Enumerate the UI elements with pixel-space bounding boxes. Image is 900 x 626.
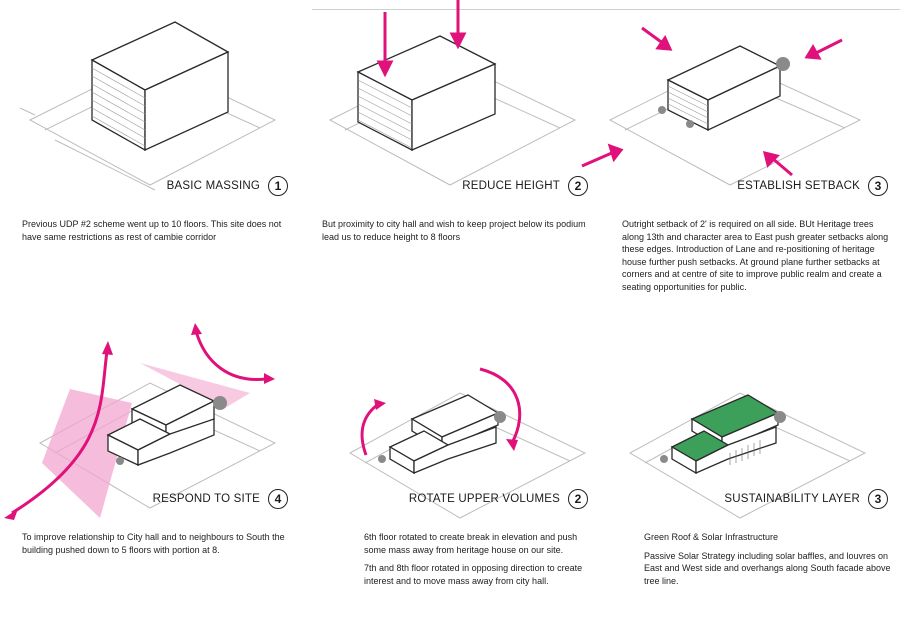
massing-diagram-1 (19, 21, 277, 191)
massing-diagram-6 (628, 392, 867, 519)
description-text: To improve relationship to City hall and… (22, 532, 285, 555)
caption-reduce-height: REDUCE HEIGHT 2 (462, 176, 588, 196)
description-text: Outright setback of 2' is required on al… (622, 219, 889, 292)
massing-diagram-5 (348, 367, 587, 519)
panel-title: RESPOND TO SITE (152, 493, 260, 505)
description-text: Green Roof & Solar Infrastructure (644, 532, 779, 542)
panel-title: BASIC MASSING (166, 180, 260, 192)
description-text: 6th floor rotated to create break in ele… (364, 532, 578, 555)
panel-description: Outright setback of 2' is required on al… (622, 218, 892, 300)
description-text: 7th and 8th floor rotated in opposing di… (364, 563, 583, 586)
massing-diagram-2 (328, 0, 577, 186)
description-text: But proximity to city hall and wish to k… (322, 219, 586, 242)
panel-description: But proximity to city hall and wish to k… (322, 218, 592, 249)
description-text: Passive Solar Strategy including solar b… (644, 550, 891, 586)
panel-title: SUSTAINABILITY LAYER (724, 493, 860, 505)
step-number-badge: 2 (568, 489, 588, 509)
panel-description: 6th floor rotated to create break in ele… (364, 531, 598, 593)
panel-reduce-height: REDUCE HEIGHT 2 But proximity to city ha… (300, 0, 600, 313)
panel-respond-to-site: RESPOND TO SITE 4 To improve relationshi… (0, 313, 300, 626)
panel-description: Previous UDP #2 scheme went up to 10 flo… (22, 218, 292, 249)
caption-basic-massing: BASIC MASSING 1 (167, 176, 288, 196)
step-number-badge: 4 (268, 489, 288, 509)
header-rule (312, 9, 900, 10)
panel-basic-massing: BASIC MASSING 1 Previous UDP #2 scheme w… (0, 0, 300, 313)
massing-diagram-3 (581, 26, 862, 186)
panel-sustainability-layer: SUSTAINABILITY LAYER 3 Green Roof & Sola… (600, 313, 900, 626)
panel-title: REDUCE HEIGHT (462, 180, 560, 192)
step-number-badge: 3 (868, 176, 888, 196)
panel-title: ROTATE UPPER VOLUMES (408, 493, 560, 505)
step-number-badge: 3 (868, 489, 888, 509)
step-number-badge: 2 (568, 176, 588, 196)
panel-title: ESTABLISH SETBACK (737, 180, 860, 192)
step-number-badge: 1 (268, 176, 288, 196)
caption-respond-to-site: RESPOND TO SITE 4 (153, 489, 288, 509)
panel-description: Green Roof & Solar Infrastructure Passiv… (644, 531, 896, 593)
caption-sustainability-layer: SUSTAINABILITY LAYER 3 (724, 489, 888, 509)
caption-establish-setback: ESTABLISH SETBACK 3 (737, 176, 888, 196)
description-text: Previous UDP #2 scheme went up to 10 flo… (22, 219, 282, 242)
panel-description: To improve relationship to City hall and… (22, 531, 292, 562)
massing-diagram-4 (4, 323, 277, 520)
caption-rotate-upper-volumes: ROTATE UPPER VOLUMES 2 (409, 489, 588, 509)
panel-rotate-upper-volumes: ROTATE UPPER VOLUMES 2 6th floor rotated… (300, 313, 600, 626)
panel-establish-setback: ESTABLISH SETBACK 3 Outright setback of … (581, 0, 900, 313)
